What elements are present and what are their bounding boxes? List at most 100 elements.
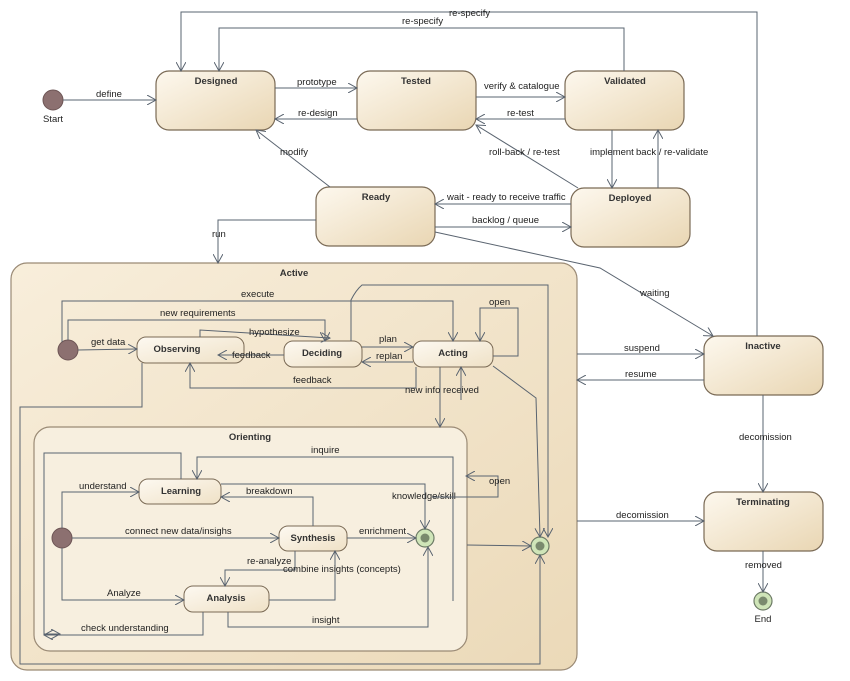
label-define: define [96,89,122,100]
edge-getdata[interactable] [77,349,137,350]
label-newreq: new requirements [160,308,236,319]
edge-understand[interactable] [61,492,139,528]
state-learning-label: Learning [161,486,201,497]
label-wait: wait - ready to receive traffic [446,192,566,203]
state-deciding[interactable]: Deciding [283,340,363,368]
edge-inquire[interactable] [197,456,454,601]
state-acting-label: Acting [438,348,468,359]
state-validated[interactable]: Validated [564,70,685,131]
orienting-title: Orienting [229,432,271,443]
label-reanalyze: re-analyze [247,556,291,567]
state-tested-box[interactable] [356,70,477,131]
edge-run[interactable] [218,219,316,263]
active-title: Active [280,268,309,279]
state-designed-label: Designed [195,76,238,87]
state-acting[interactable]: Acting [412,340,494,368]
label-resume: resume [625,369,657,380]
label-run: run [212,229,226,240]
edge-newreq[interactable] [67,319,325,341]
state-validated-label: Validated [604,76,646,87]
orienting-state[interactable] [33,426,468,652]
state-synthesis[interactable]: Synthesis [278,525,348,552]
label-hypothesize: hypothesize [249,327,300,338]
label-analyze: Analyze [107,588,141,599]
label-check-understanding: check understanding [81,623,169,634]
state-ready-box[interactable] [315,186,436,247]
state-ready-label: Ready [362,192,391,203]
state-observing[interactable]: Observing [136,336,245,364]
label-verify: verify & catalogue [484,81,560,92]
label-open-acting: open [489,297,510,308]
edge-rollback[interactable] [476,125,579,189]
label-redesign: re-design [298,108,338,119]
end-label: End [755,614,772,625]
orienting-final-node[interactable] [415,528,435,548]
edge-feedback-acting[interactable] [190,363,417,389]
edge-modify[interactable] [256,130,331,188]
label-combine: combine insights (concepts) [283,564,401,575]
label-understand: understand [79,481,127,492]
label-execute: execute [241,289,274,300]
state-deployed-box[interactable] [570,187,691,248]
label-enrichment: enrichment [359,526,406,537]
label-replan: replan [376,351,402,362]
label-feedback-deciding: feedback [232,350,271,361]
label-decomission-inactive: decomission [739,432,792,443]
edge-respecify-outer[interactable] [181,11,758,336]
edge-acting-final[interactable] [492,365,540,537]
edge-knowledge[interactable] [221,483,425,529]
label-waiting: waiting [639,288,670,299]
start-initial-node[interactable] [42,89,64,111]
label-rollback: roll-back / re-test [489,147,560,158]
state-deployed[interactable]: Deployed [570,187,691,248]
orienting-initial-node[interactable] [51,527,73,549]
state-observing-label: Observing [154,344,201,355]
active-initial-node[interactable] [57,339,79,361]
state-deciding-label: Deciding [302,348,342,359]
edge-execute[interactable] [61,300,453,342]
state-tested[interactable]: Tested [356,70,477,131]
state-analysis[interactable]: Analysis [183,585,270,613]
label-plan: plan [379,334,397,345]
state-inactive[interactable]: Inactive [703,335,824,396]
state-terminating[interactable]: Terminating [703,491,824,552]
label-revalidate: back / re-validate [636,147,708,158]
state-tested-label: Tested [401,76,431,87]
state-ready[interactable]: Ready [315,186,436,247]
label-feedback-acting: feedback [293,375,332,386]
active-final-node[interactable] [530,536,550,556]
label-getdata: get data [91,337,126,348]
label-removed: removed [745,560,782,571]
label-newinfo: new info received [405,385,479,396]
label-implement: implement [590,147,634,158]
label-insight: insight [312,615,340,626]
edge-hypothesize[interactable] [199,329,330,338]
state-learning[interactable]: Learning [138,478,222,505]
active-final-dot [535,541,545,551]
state-designed[interactable]: Designed [155,70,276,131]
label-retest: re-test [507,108,534,119]
edge-orienting-final[interactable] [466,545,531,546]
edge-respecify-inner[interactable] [219,27,625,71]
edge-open-acting[interactable] [480,307,519,357]
label-suspend: suspend [624,343,660,354]
label-prototype: prototype [297,77,337,88]
label-breakdown: breakdown [246,486,292,497]
edge-deciding-final[interactable] [350,284,548,537]
end-final-node[interactable] [753,591,773,611]
edge-check-understanding[interactable] [44,612,204,635]
orienting-final-dot [420,533,430,543]
label-modify: modify [280,147,308,158]
edge-open-orienting[interactable] [432,476,499,498]
edge-observing-final[interactable] [19,363,540,665]
edge-combine[interactable] [269,551,335,601]
edge-reanalyze[interactable] [225,551,296,586]
state-analysis-label: Analysis [206,593,245,604]
edge-waiting[interactable] [434,231,713,336]
edge-analyze[interactable] [61,548,184,600]
edge-insight[interactable] [227,547,428,628]
label-knowledge: knowledge/skill [392,491,456,502]
label-open-orienting: open [489,476,510,487]
edge-breakdown[interactable] [221,497,314,526]
